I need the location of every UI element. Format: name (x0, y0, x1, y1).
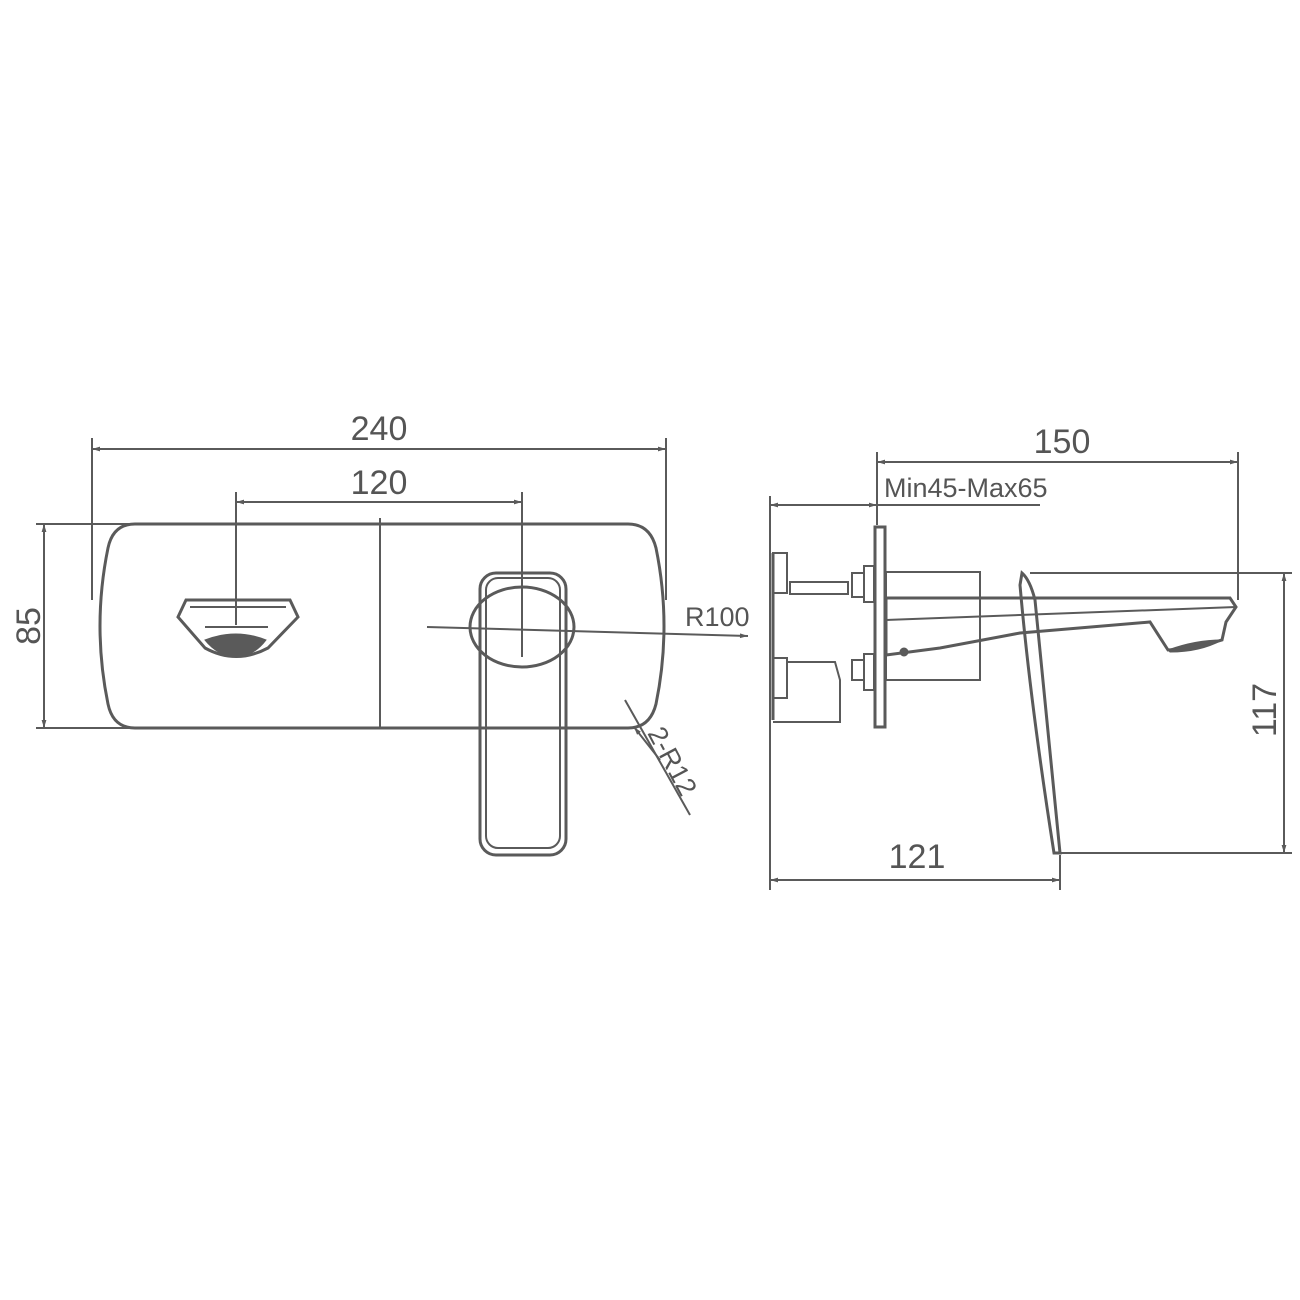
radius-label-2-r12: 2-R12 (642, 722, 703, 801)
dimension-label-overall-width: 240 (351, 410, 408, 448)
concealed-body (771, 552, 875, 723)
wall-flange (873, 525, 887, 729)
dimension-label-projection: 150 (1034, 423, 1091, 461)
side-view: 150 Min45-Max65 (769, 423, 1292, 890)
dimension-117: 117 (1246, 573, 1287, 853)
leader-r100: R100 (426, 602, 750, 639)
dimension-85: 85 (10, 523, 135, 729)
dimension-120: 120 (235, 464, 523, 655)
front-view: 240 120 85 R100 (10, 410, 750, 857)
dimension-label-wall-depth: Min45-Max65 (884, 473, 1048, 503)
radius-label-r100: R100 (685, 602, 750, 632)
dimension-label-spout-reach: 121 (889, 838, 946, 876)
spout-outlet (176, 598, 300, 658)
dimension-wall-depth: Min45-Max65 (769, 473, 1048, 890)
spout (884, 596, 1238, 657)
leader-2-r12: 2-R12 (624, 699, 703, 816)
cover-plate (98, 522, 666, 730)
dimension-240: 240 (91, 410, 667, 600)
lever-handle-side (1018, 570, 1292, 855)
dimension-label-side-height: 117 (1246, 683, 1284, 737)
dimension-label-center-distance: 120 (351, 464, 408, 502)
body-housing (885, 571, 981, 681)
lever-handle-front (468, 560, 576, 857)
dimension-150: 150 (876, 423, 1239, 600)
dimension-121: 121 (770, 838, 1061, 890)
dimension-label-front-height: 85 (10, 607, 48, 645)
